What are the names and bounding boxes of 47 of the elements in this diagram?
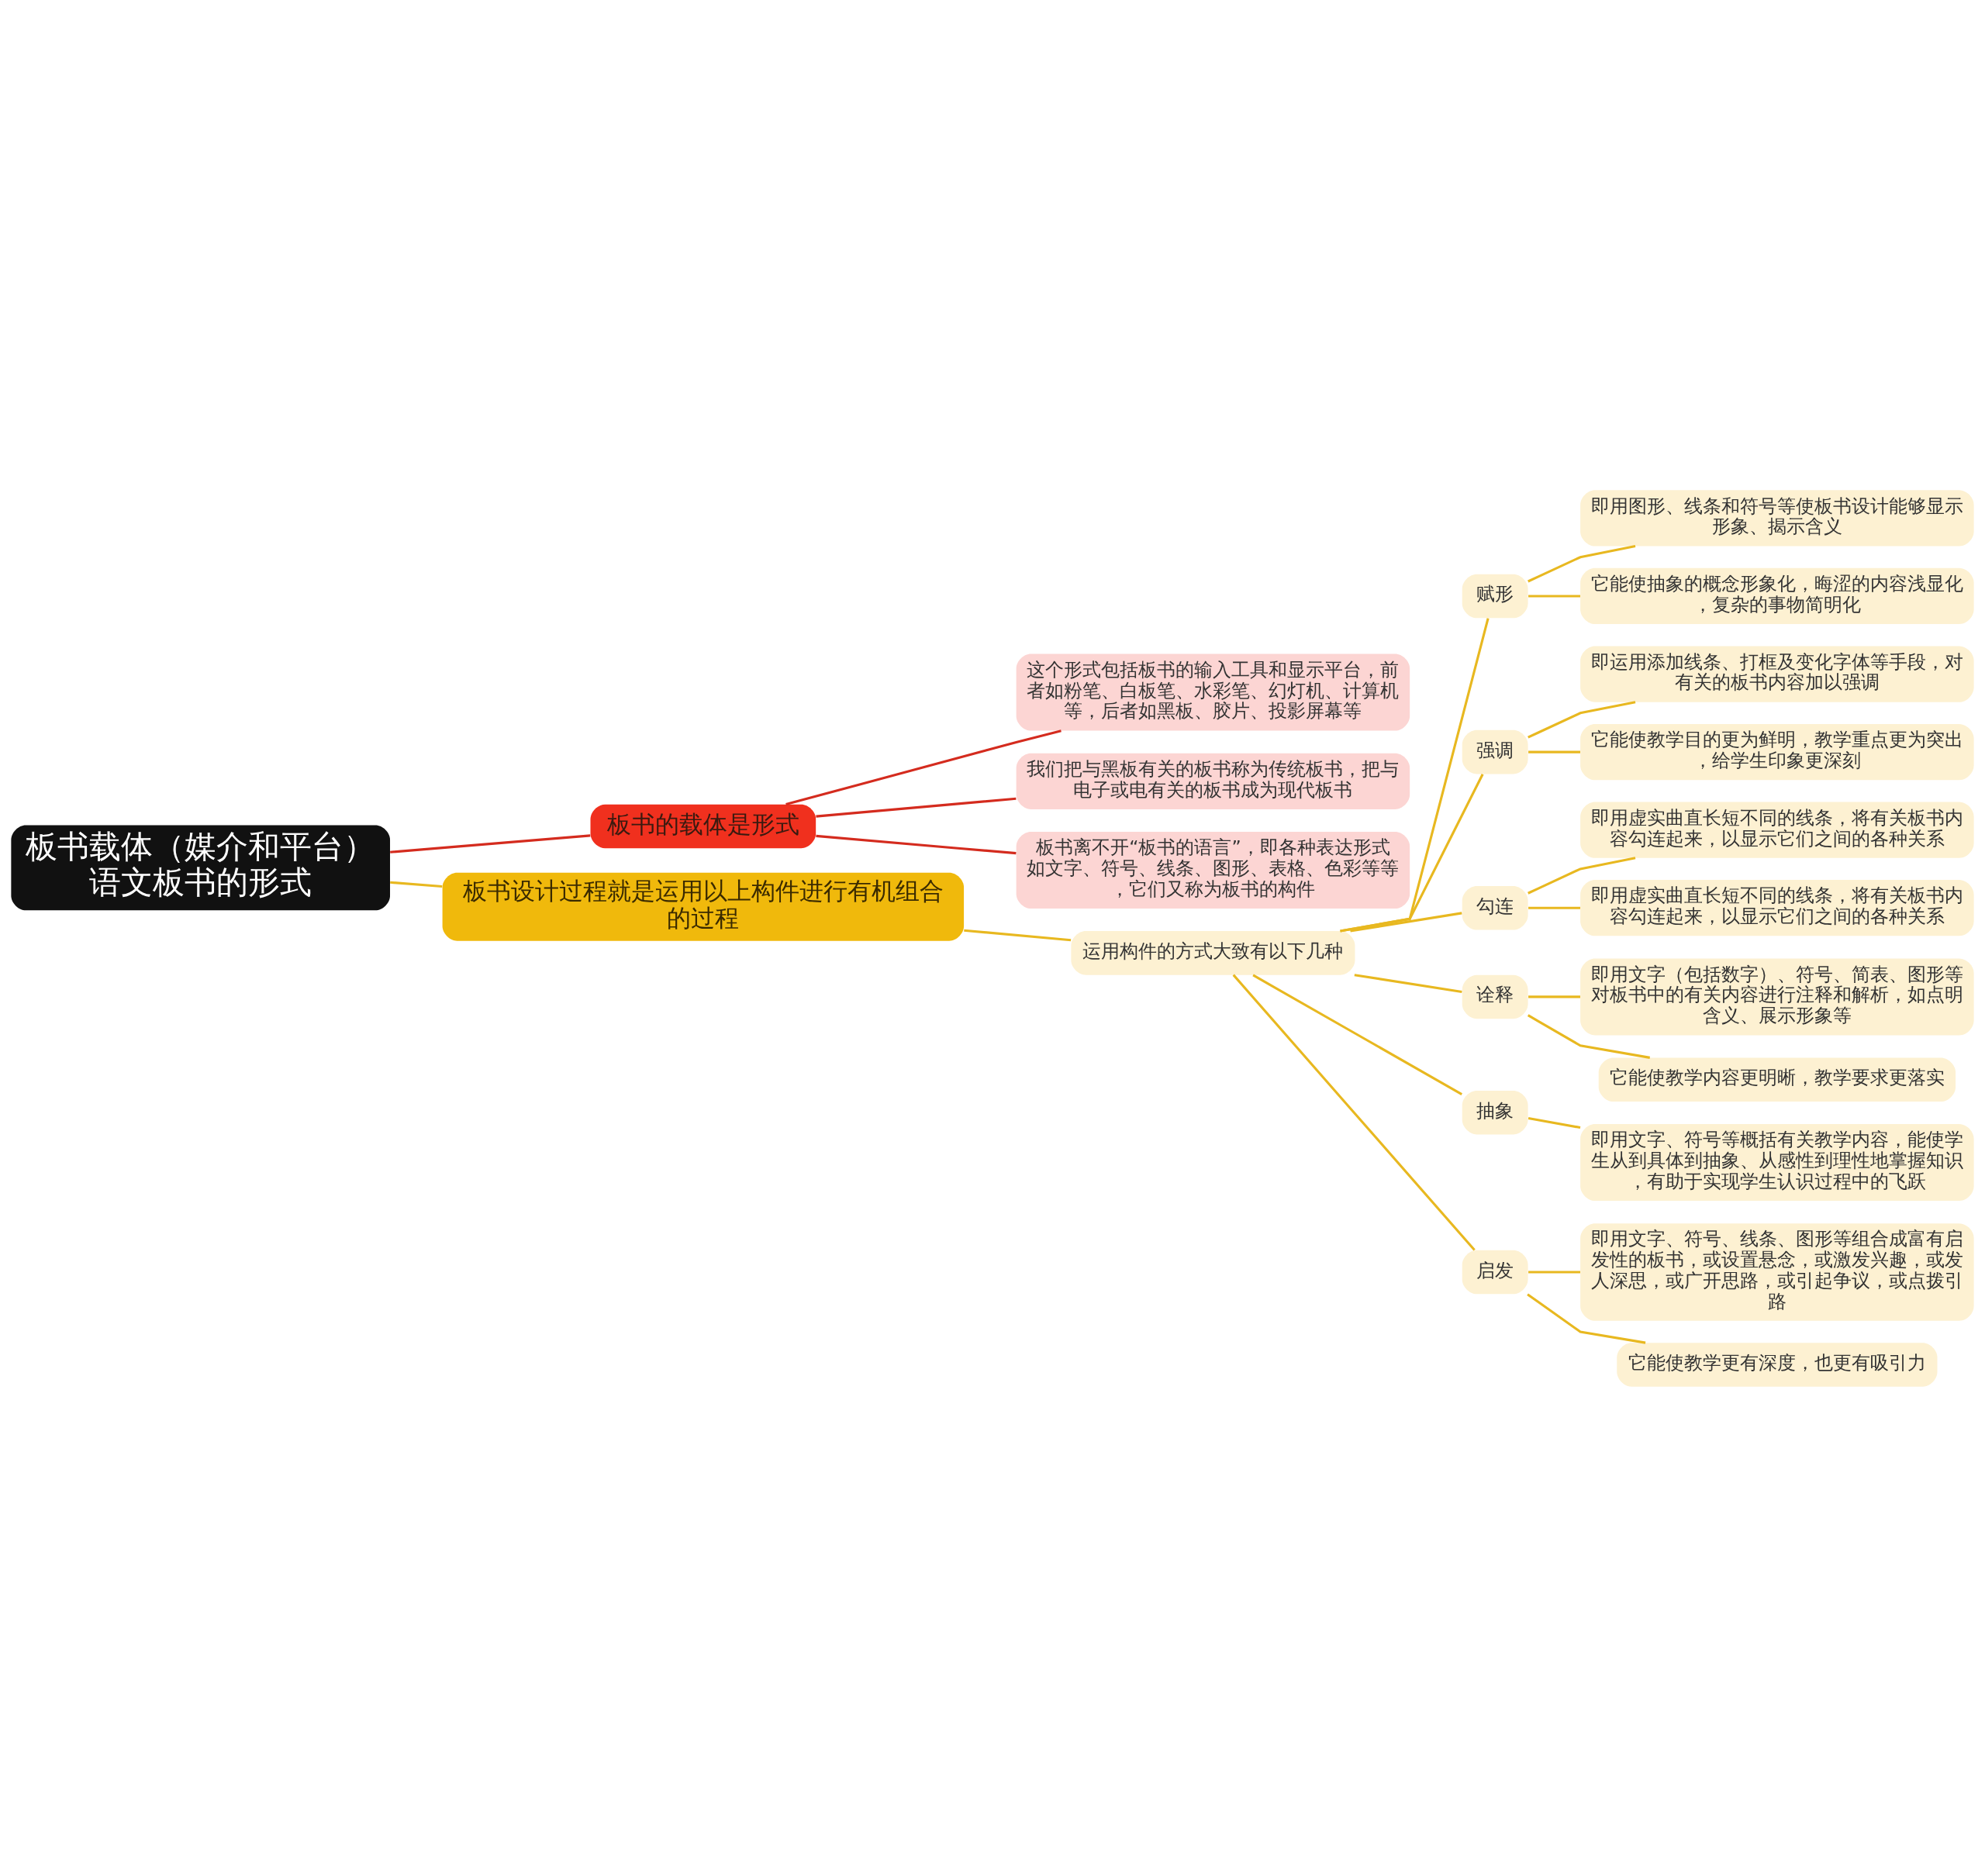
connector (1340, 773, 1484, 933)
node-box: 勾连 (1462, 885, 1528, 929)
node-box: 即用图形、线条和符号等使板书设计能够显示形象、揭示含义 (1580, 489, 1974, 547)
node-box: 赋形 (1462, 574, 1528, 618)
connector (1527, 1013, 1650, 1059)
node-box: 即用文字、符号等概括有关教学内容，能使学生从到具体到抽象、从感性到理性地掌握知识，有助于实现学生认识过程中的飞跃 (1580, 1123, 1974, 1201)
node-box: 这个形式包括板书的输入工具和显示平台，前者如粉笔、白板笔、水彩笔、幻灯机、计算机等，后者如黑板、胶片、投影屏幕等 (1016, 653, 1410, 731)
connector (390, 881, 443, 888)
connector (1528, 750, 1580, 754)
node-box: 强调 (1462, 729, 1528, 774)
connector (390, 833, 591, 854)
connector (1527, 1292, 1646, 1344)
node-box: 即用文字（包括数字）、符号、简表、图形等对板书中的有关内容进行注释和解析，如点明含义、展示形象等 (1580, 957, 1974, 1035)
connector (1528, 1116, 1581, 1129)
node-box: 启发 (1462, 1250, 1528, 1294)
node-box: 诠释 (1462, 974, 1528, 1019)
connector (1528, 594, 1580, 598)
node-box: 即用虚实曲直长短不同的线条，将有关板书内容勾连起来，以显示它们之间的各种关系 (1580, 879, 1974, 936)
connector (1528, 856, 1636, 895)
node-box: 它能使抽象的概念形象化，晦涩的内容浅显化，复杂的事物简明化 (1580, 567, 1974, 624)
connector (1528, 995, 1580, 998)
connector (1528, 544, 1636, 582)
connector (1528, 906, 1580, 909)
connector (1528, 700, 1636, 738)
node-box: 即用虚实曲直长短不同的线条，将有关板书内容勾连起来，以显示它们之间的各种关系 (1580, 802, 1974, 858)
connector (964, 929, 1072, 941)
connector (785, 729, 1062, 805)
node-box: 它能使教学目的更为鲜明，教学重点更为突出，给学生印象更深刻 (1580, 723, 1974, 780)
node-box: 板书设计过程就是运用以上构件进行有机组合的过程 (442, 872, 965, 941)
node-box: 它能使教学更有深度，也更有吸引力 (1617, 1342, 1938, 1387)
connector (816, 797, 1017, 818)
connector (1354, 973, 1462, 993)
node-box: 它能使教学内容更明晰，教学要求更落实 (1598, 1057, 1956, 1102)
node-box: 运用构件的方式大致有以下几种 (1071, 930, 1355, 975)
node-box: 板书载体（媒介和平台）语文板书的形式 (11, 824, 390, 910)
node-box: 即用文字、符号、线条、图形等组合成富有启发性的板书，或设置悬念，或激发兴趣，或发人深思，或广开思路，或引起争议，或点拨引路 (1580, 1223, 1974, 1321)
node-box: 我们把与黑板有关的板书称为传统板书，把与电子或电有关的板书成为现代板书 (1016, 753, 1410, 809)
node-box: 即运用添加线条、打框及变化字体等手段，对有关的板书内容加以强调 (1580, 645, 1974, 702)
connector (1528, 1270, 1580, 1274)
connector (1232, 974, 1476, 1251)
connector (1350, 911, 1462, 933)
node-box: 抽象 (1462, 1090, 1528, 1134)
connector (1252, 974, 1462, 1095)
node-box: 板书离不开“板书的语言”，即各种表达形式如文字、符号、线条、图形、表格、色彩等等，它们又称为板书的构件 (1016, 831, 1410, 909)
node-box: 板书的载体是形式 (590, 804, 816, 848)
connector (816, 834, 1017, 854)
connector (1340, 617, 1490, 933)
